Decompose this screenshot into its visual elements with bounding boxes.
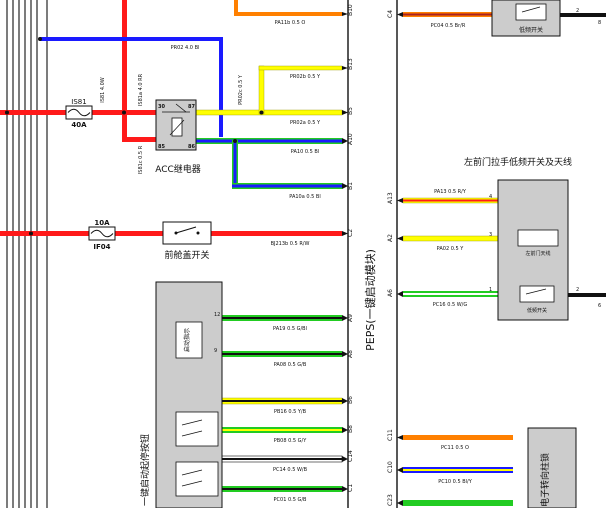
h-pin-1: 1 — [489, 287, 492, 293]
wire-sw-gb2-label: PC01 0.5 G/B — [274, 497, 308, 503]
hood-switch-label: 前舱盖开关 — [164, 249, 209, 261]
pin-c11: C11 — [387, 429, 394, 441]
orange-wire-top — [234, 0, 342, 16]
pin-a10: A10 — [347, 133, 354, 145]
acc-relay[interactable]: 30 87 85 86 ACC继电器 — [155, 99, 201, 175]
relay-pin-87: 87 — [188, 104, 195, 110]
pin-a6: A6 — [387, 289, 394, 297]
wire-red-short-label: IS81 4.0W — [100, 77, 106, 103]
acc-relay-label: ACC继电器 — [155, 163, 201, 175]
pin-c10: C10 — [387, 461, 394, 473]
wire-rt-y2-label: PA02 0.5 Y — [437, 246, 465, 252]
wire-yellow-up-label: PR02b 0.5 Y — [290, 74, 321, 80]
connector-ticks — [342, 12, 403, 506]
pin-c23: C23 — [387, 494, 394, 506]
pin-b1: B1 — [347, 182, 354, 190]
red-wire-riser — [122, 0, 162, 142]
wire-rt-g-label: PC16 0.5 W/G — [433, 302, 468, 308]
left-bus-lines — [6, 0, 48, 508]
wire-rt-y1-label: PA13 0.5 R/Y — [434, 189, 467, 195]
low-freq-switch-top[interactable]: 低频开关 — [491, 0, 561, 37]
pin-b10: B10 — [347, 4, 354, 16]
start-stop-indicator-label: 启动指示 — [183, 328, 191, 352]
harness-pin-numbers: 12 9 2 4 3 1 2 6 8 — [214, 8, 601, 354]
door-handle-switch[interactable]: 左前门天线 低频开关 — [497, 179, 569, 321]
fuse-if04-rating: 10A — [94, 219, 110, 227]
fuse-is81-rating: 40A — [71, 121, 87, 129]
fuse-is81[interactable]: IS81 40A — [65, 98, 93, 129]
pin-c1: C1 — [347, 484, 354, 492]
wire-sw-g-label: PA19 0.5 G/Bl — [273, 326, 307, 332]
pin-c2: C2 — [347, 229, 354, 237]
start-button-wires — [221, 315, 343, 492]
wire-yellow-conn-label: PR02c 0.5 Y — [238, 74, 244, 105]
start-stop-button-label: 一键启动起停按钮 — [139, 434, 151, 506]
relay-pin-85: 85 — [158, 144, 165, 150]
wire-sw-wb-label: PC14 0.5 W/B — [273, 467, 308, 473]
h-pin-2: 2 — [576, 8, 579, 14]
junction-dots — [5, 37, 264, 236]
pin-a9: A9 — [347, 314, 354, 322]
wire-rt-blue-label: PC10 0.5 Bl/Y — [438, 479, 473, 485]
door-handle-switch-label: 左前门拉手低频开关及天线 — [464, 156, 572, 168]
blue-green-wires-relay — [196, 138, 342, 189]
peps-pins-left: B10 B13 B5 A10 B1 C2 A9 A8 B6 B8 C14 C1 — [347, 4, 354, 492]
wire-red-riser-label: IS81a 4.0 RR — [138, 73, 144, 106]
peps-module-label: PEPS(一键启动模块) — [363, 249, 377, 351]
pin-a2: A2 — [387, 234, 394, 242]
wire-blue-86-label: PA10 0.5 Bl — [291, 149, 319, 155]
relay-pin-30: 30 — [158, 104, 165, 110]
low-freq-switch-top-label: 低频开关 — [519, 26, 543, 34]
wire-blue-long-label: PA10a 0.5 Bl — [289, 194, 321, 200]
wire-red-down-label: IS81c 0.5 R — [138, 145, 144, 174]
red-wire-fuse-is81 — [0, 110, 124, 115]
pin-b5: B5 — [347, 107, 354, 115]
h-pin-3: 3 — [489, 232, 492, 238]
wire-sw-gb-label: PA08 0.5 G/B — [274, 362, 307, 368]
start-stop-button[interactable]: 启动指示 一键启动起停按钮 — [139, 281, 223, 508]
h-pin-8: 8 — [598, 20, 601, 26]
low-freq-switch-label: 低频开关 — [527, 307, 547, 314]
pin-b8: B8 — [347, 425, 354, 433]
fuse-is81-code: IS81 — [71, 98, 86, 106]
fuse-if04-code: IF04 — [93, 243, 110, 251]
sw-pin-9: 9 — [214, 348, 217, 354]
h-pin-2b: 2 — [576, 287, 579, 293]
fuse-if04[interactable]: 10A IF04 — [88, 219, 116, 251]
h-pin-4: 4 — [489, 194, 492, 200]
steering-lock[interactable]: 电子转向柱锁 — [527, 427, 577, 508]
wire-hood-label: BJ213b 0.5 R/W — [271, 241, 310, 247]
wire-sw-y-label: PB16 0.5 Y/B — [274, 409, 307, 415]
wire-blue-top-label: PR02 4.0 Bl — [171, 45, 200, 51]
hood-switch[interactable]: 前舱盖开关 — [162, 221, 212, 261]
wire-orange-top-label: PA11b 0.5 O — [275, 20, 306, 26]
pin-b13: B13 — [347, 58, 354, 70]
pin-a13: A13 — [387, 192, 394, 204]
door-antenna-label: 左前门天线 — [525, 250, 550, 257]
wire-yellow-87-label: PR02a 0.5 Y — [290, 120, 321, 126]
wire-rt-orange2-label: PC11 0.5 O — [441, 445, 469, 451]
wire-sw-gy-label: PB08 0.5 G/Y — [274, 438, 307, 444]
pin-c4: C4 — [387, 10, 394, 18]
relay-pin-86: 86 — [188, 144, 195, 150]
pin-a8: A8 — [347, 350, 354, 358]
wire-rt-orange-label: PC04 0.5 Br/R — [431, 23, 466, 29]
h-pin-6: 6 — [598, 303, 601, 309]
pin-c14: C14 — [347, 450, 354, 462]
wire-labels: PA11b 0.5 O PR02 4.0 Bl IS81 4.0W IS81a … — [100, 20, 473, 503]
steering-lock-label: 电子转向柱锁 — [539, 453, 551, 507]
sw-pin-12: 12 — [214, 312, 220, 318]
pin-b6: B6 — [347, 396, 354, 404]
peps-pins-right: C4 A13 A2 A6 C11 C10 C23 — [387, 10, 394, 506]
blue-wire-top — [40, 37, 223, 137]
